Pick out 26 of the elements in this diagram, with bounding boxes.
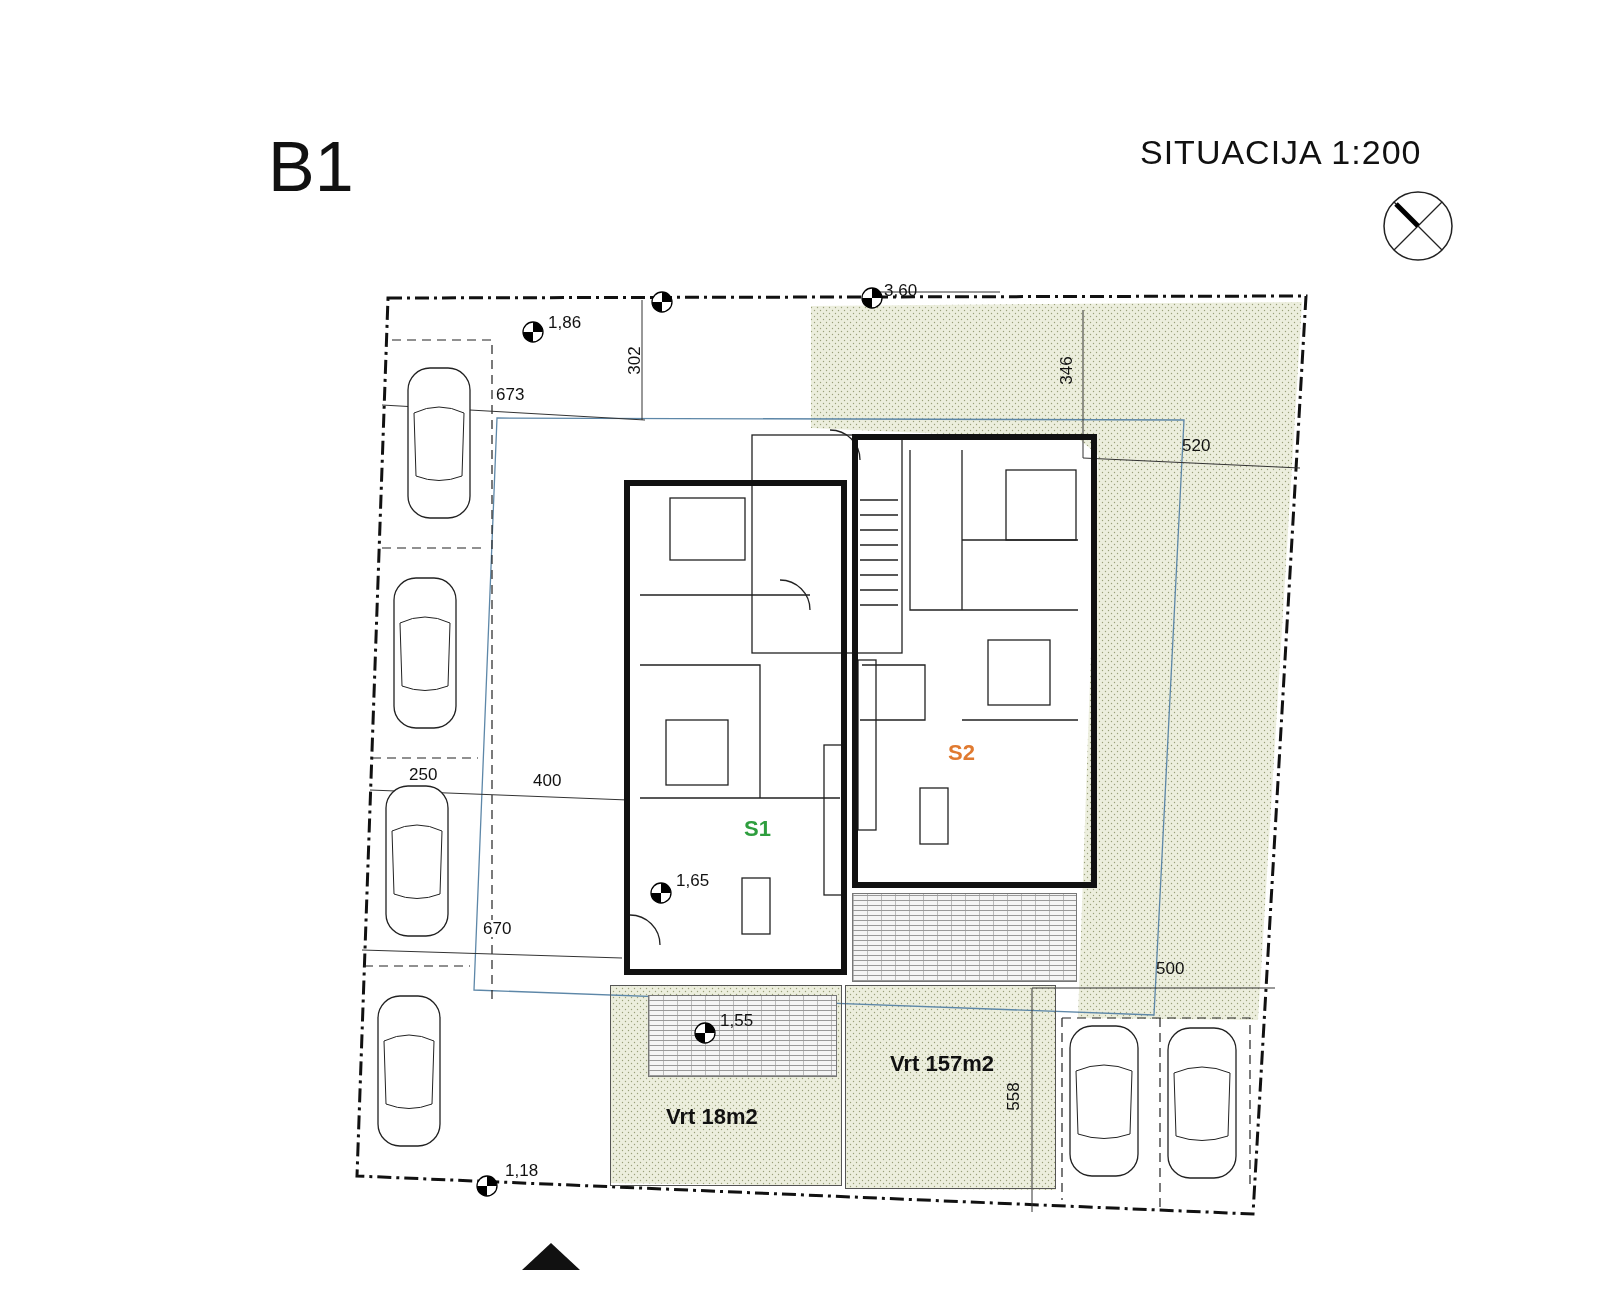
garden-plot — [845, 985, 1056, 1189]
garden-plot — [610, 985, 842, 1186]
unit-label: S2 — [948, 740, 975, 766]
dimension-label: 673 — [496, 386, 525, 403]
elevation-label: 1,55 — [720, 1012, 754, 1029]
paved-terrace — [648, 995, 837, 1077]
garden-label: Vrt 157m2 — [890, 1051, 994, 1077]
apartment-outline — [624, 480, 847, 975]
elevation-label: 1,18 — [505, 1162, 539, 1179]
dimension-label: 346 — [1057, 356, 1075, 385]
paved-terrace — [852, 893, 1077, 982]
dimension-label: 302 — [625, 346, 643, 375]
elevation-label: 1,86 — [548, 314, 582, 331]
scale-title: SITUACIJA 1:200 — [1140, 135, 1422, 169]
dimension-label: 520 — [1182, 437, 1211, 454]
dimension-label: 250 — [409, 766, 438, 783]
dimension-label: 400 — [533, 772, 562, 789]
garden-label: Vrt 18m2 — [666, 1104, 758, 1130]
building-title: B1 — [268, 132, 354, 202]
dimension-label: 670 — [482, 920, 513, 937]
elevation-label: 1,65 — [676, 872, 710, 889]
dimension-label: 558 — [1004, 1082, 1022, 1111]
dimension-label: 500 — [1156, 960, 1185, 977]
elevation-label: 3,60 — [884, 282, 918, 299]
apartment-outline — [852, 434, 1097, 888]
unit-label: S1 — [744, 816, 771, 842]
